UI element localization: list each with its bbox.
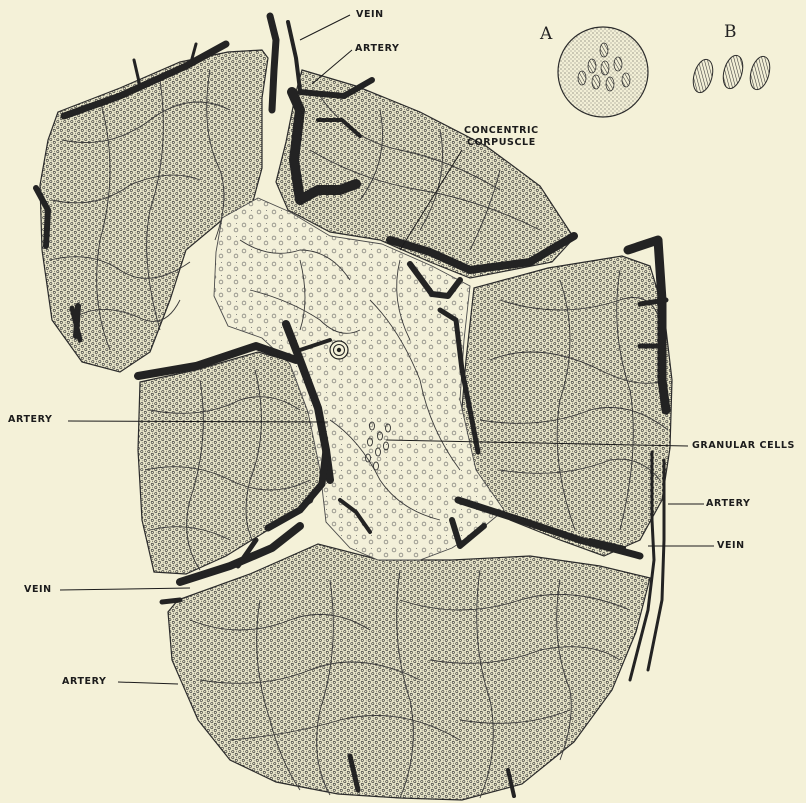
inset-b-letter: B <box>724 22 737 42</box>
vein-right-label: VEIN <box>717 540 745 551</box>
artery-right-label: ARTERY <box>706 498 751 509</box>
artery-bottom-label: ARTERY <box>62 676 107 687</box>
artery-top-label: ARTERY <box>355 43 400 54</box>
concentric-corpuscle-label-line1: CONCENTRIC <box>464 125 539 136</box>
inset-a-letter: A <box>540 24 552 44</box>
artery-left-label: ARTERY <box>8 414 53 425</box>
bottom-lobule <box>168 544 650 800</box>
left-middle-lobule <box>138 352 324 574</box>
concentric-corpuscle-label-line2: CORPUSCLE <box>467 137 536 148</box>
vein-top-label: VEIN <box>356 9 384 20</box>
concentric-corpuscle <box>330 341 348 359</box>
inset-a-cell <box>558 27 648 117</box>
inset-b-cells <box>690 53 773 95</box>
granular-cells-label: GRANULAR CELLS <box>692 440 795 451</box>
vein-left-label: VEIN <box>24 584 52 595</box>
